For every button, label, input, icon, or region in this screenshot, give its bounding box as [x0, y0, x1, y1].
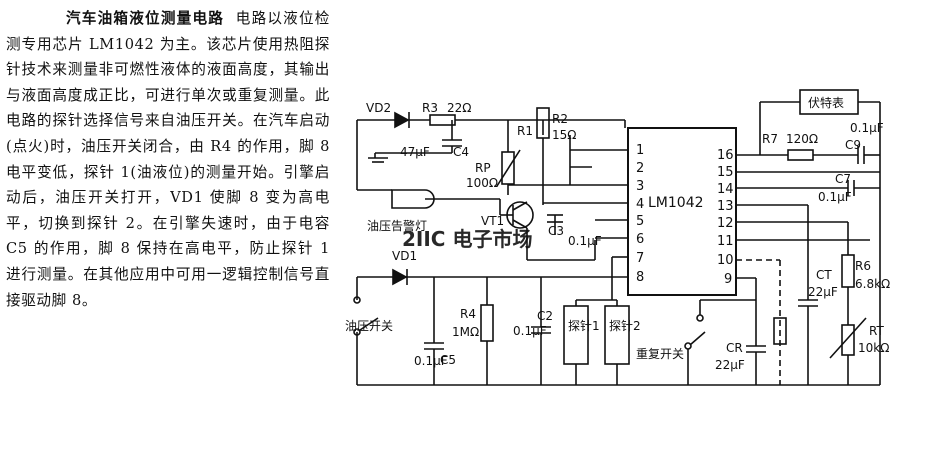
oil-switch-label: 油压开关 [345, 319, 393, 333]
vd1-diode [392, 268, 408, 286]
chip-label: LM1042 [648, 195, 704, 211]
r3-label: R3 [422, 101, 438, 115]
pin-label: 15 [717, 165, 734, 180]
ct-label: CT [816, 268, 832, 282]
rt-thermistor [841, 324, 855, 356]
pin-label: 4 [636, 197, 644, 212]
c5-value: 0.1μF [414, 354, 448, 368]
probe-1 [563, 305, 589, 365]
c3-value: 0.1μF [568, 234, 602, 248]
cr-label: CR [726, 341, 743, 355]
r2-label: R2 [552, 112, 568, 126]
pin-label: 7 [636, 251, 644, 266]
pin-label: 1 [636, 143, 644, 158]
vd2-diode [394, 111, 410, 129]
oil-warning-lamp [391, 189, 435, 209]
rp-label: RP [475, 161, 491, 175]
vt1-label: VT1 [481, 214, 504, 228]
lamp-label: 油压告警灯 [367, 218, 427, 233]
r1-label: R1 [517, 124, 533, 138]
ct-value: 22μF [808, 285, 838, 299]
pin-label: 8 [636, 270, 644, 285]
r4-resistor [480, 304, 494, 342]
pin-label: 12 [717, 216, 734, 231]
article-title: 汽车油箱液位测量电路 [66, 10, 225, 27]
r7-value: 120Ω [786, 132, 818, 146]
r6-label: R6 [855, 259, 871, 273]
r6-resistor [841, 254, 855, 288]
r3-value: 22Ω [447, 101, 471, 115]
c5-label: C5 [440, 353, 456, 367]
r4-value: 1MΩ [452, 325, 479, 339]
c9-label: C9 [845, 138, 861, 152]
cr-value: 22μF [715, 358, 745, 372]
article-body: 电路以液位检测专用芯片 LM1042 为主。该芯片使用热阻探针技术来测量非可燃性… [6, 10, 330, 309]
r2-value: 15Ω [552, 128, 576, 142]
r7-label: R7 [762, 132, 778, 146]
pin-label: 14 [717, 182, 734, 197]
pin-label: 3 [636, 179, 644, 194]
pin-label: 2 [636, 161, 644, 176]
pin-label: 5 [636, 214, 644, 229]
c7-label: C7 [835, 172, 851, 186]
circuit-diagram: 1 2 3 4 5 6 7 8 16 15 14 13 12 11 10 9 L… [345, 89, 890, 386]
vd1-label: VD1 [392, 249, 417, 263]
c4-value: 47μF [400, 145, 430, 159]
meter-label: 伏特表 [808, 95, 844, 110]
probe1-label: 探针1 [568, 318, 600, 333]
c3-label: C3 [548, 224, 564, 238]
probe2-label: 探针2 [609, 318, 641, 333]
rt-value: 10kΩ [858, 341, 889, 355]
rt-label: RT [869, 324, 884, 338]
c7-value: 0.1μF [818, 190, 852, 204]
c2-value: 0.1μF [513, 324, 547, 338]
lm1042-chip [627, 127, 737, 296]
pin-label: 10 [717, 253, 734, 268]
r6-value: 6.8kΩ [855, 277, 890, 291]
watermark: 2IIC 电子市场 [402, 227, 532, 251]
pin-label: 6 [636, 232, 644, 247]
c4-label: C4 [453, 145, 469, 159]
repeat-switch-label: 重复开关 [636, 347, 684, 361]
c2-label: C2 [537, 309, 553, 323]
pin-label: 13 [717, 199, 734, 214]
pin-label: 11 [717, 234, 734, 249]
rp-value: 100Ω [466, 176, 498, 190]
article-text: 汽车油箱液位测量电路 电路以液位检测专用芯片 LM1042 为主。该芯片使用热阻… [6, 6, 330, 313]
r7-resistor [787, 149, 814, 161]
probe-2 [604, 305, 630, 365]
c9-value: 0.1μF [850, 121, 884, 135]
pin-label: 16 [717, 148, 734, 163]
vd2-label: VD2 [366, 101, 391, 115]
pin-label: 9 [724, 272, 732, 287]
r4-label: R4 [460, 307, 476, 321]
